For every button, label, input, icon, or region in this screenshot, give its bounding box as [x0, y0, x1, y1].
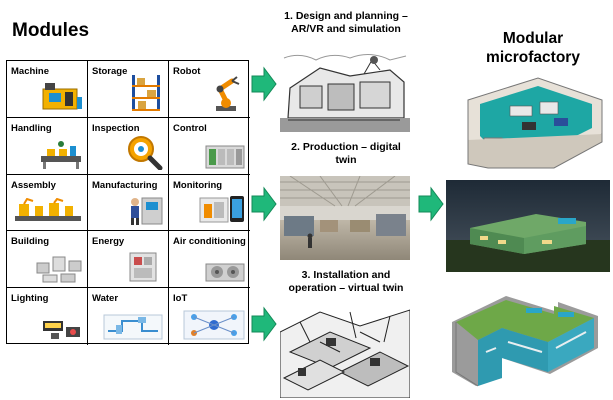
robot-arm-icon	[216, 76, 240, 111]
arrow-right-icon	[418, 186, 444, 222]
stage-3-title-line2: operation – virtual twin	[288, 282, 404, 294]
microfactory-title-line2: microfactory	[486, 49, 580, 66]
stage-2-title-line2: twin	[335, 154, 357, 166]
hvac-unit-icon	[205, 263, 245, 282]
assembly-line-icon	[15, 198, 81, 222]
module-label: Robot	[173, 66, 201, 77]
arrow-right-icon	[251, 306, 277, 342]
controller-icon	[205, 145, 245, 169]
module-manufacturing: Manufacturing	[88, 174, 169, 232]
microfactory-aerial-render-image	[446, 282, 610, 394]
worker-machine-icon	[131, 197, 163, 226]
light-fixture-icon	[43, 320, 80, 339]
modules-grid: Machine Storage Robot	[6, 60, 250, 345]
modules-title: Modules	[12, 20, 90, 41]
module-water: Water	[88, 288, 169, 345]
stage-1-image	[280, 48, 410, 132]
module-label: Air conditioning	[173, 236, 246, 248]
module-label: Monitoring	[173, 179, 223, 191]
module-label: Energy	[92, 236, 125, 248]
energy-cabinet-icon	[129, 252, 157, 282]
module-robot: Robot	[169, 61, 250, 118]
stage-3-title: 3. Installation and operation – virtual …	[272, 269, 420, 295]
module-building: Building	[7, 231, 88, 289]
stage-2-image	[280, 176, 410, 260]
stage-3-image	[280, 302, 410, 398]
machine-icon	[42, 82, 82, 110]
building-plan-icon	[36, 256, 82, 283]
module-label: Inspection	[92, 122, 140, 134]
microfactory-title-line1: Modular	[502, 30, 564, 47]
module-handling: Handling	[7, 117, 88, 175]
module-lighting: Lighting	[7, 288, 88, 345]
storage-rack-icon	[132, 74, 160, 111]
module-storage: Storage	[88, 61, 169, 118]
module-label: Storage	[92, 66, 128, 77]
module-air-conditioning: Air conditioning	[169, 231, 250, 289]
stage-1-title: 1. Design and planning – AR/VR and simul…	[272, 10, 420, 36]
stage-1-title-line2: AR/VR and simulation	[291, 23, 401, 35]
module-label: Handling	[11, 122, 52, 134]
module-control: Control	[169, 118, 250, 175]
stage-1-title-line1: 1. Design and planning –	[284, 10, 408, 22]
stage-3-title-line1: 3. Installation and	[301, 269, 391, 281]
module-assembly: Assembly	[7, 174, 88, 232]
tablet-monitor-icon	[199, 196, 244, 223]
module-label: Machine	[11, 66, 50, 77]
module-machine: Machine	[7, 61, 88, 118]
module-label: Manufacturing	[92, 179, 158, 191]
module-label: Control	[173, 122, 207, 134]
magnifier-gear-icon	[128, 135, 163, 170]
microfactory-night-render-image	[446, 180, 610, 272]
water-pipes-icon	[103, 314, 163, 340]
microfactory-title: Modular microfactory	[458, 29, 608, 67]
module-label: Assembly	[11, 179, 56, 191]
arrow-right-icon	[251, 66, 277, 102]
arrow-right-icon	[251, 186, 277, 222]
module-monitoring: Monitoring	[169, 175, 250, 232]
module-energy: Energy	[88, 231, 169, 289]
conveyor-icon	[41, 140, 81, 169]
module-label: IoT	[173, 293, 188, 305]
iot-network-icon	[183, 310, 245, 340]
stage-2-title-line1: 2. Production – digital	[291, 141, 401, 153]
module-iot: IoT	[169, 288, 250, 345]
module-label: Lighting	[11, 293, 49, 305]
stage-2-title: 2. Production – digital twin	[272, 141, 420, 167]
module-label: Water	[92, 293, 119, 305]
module-inspection: Inspection	[88, 117, 169, 175]
module-label: Building	[11, 236, 49, 248]
microfactory-floor-plan-image	[458, 70, 608, 170]
